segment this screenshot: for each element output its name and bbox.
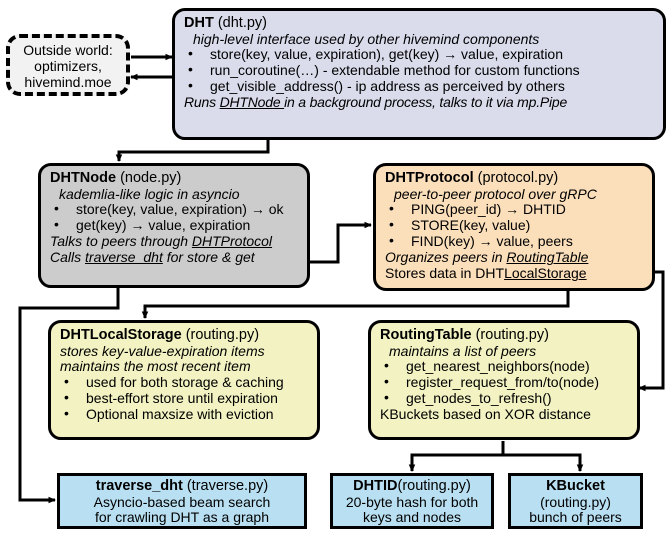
wire-dht-to-node: [115, 139, 270, 163]
dht-bullet-0: store(key, value, expiration), get(key) …: [184, 46, 656, 63]
outside-world-line2: optimizers,: [34, 57, 102, 74]
wire-protocol-to-storage: [141, 290, 570, 320]
dht-protocol-bullet-1: STORE(key, value): [385, 217, 645, 234]
dht-protocol-footer1-pre: Organizes peers in: [385, 249, 507, 266]
dht-name: DHT: [184, 15, 214, 31]
dht-protocol-footer-1: Organizes peers in RoutingTable: [385, 249, 645, 266]
dht-subtitle: high-level interface used by other hivem…: [193, 30, 540, 47]
local-storage-title: DHTLocalStorage (routing.py): [60, 327, 310, 344]
dht-node-footer2-pre: Calls: [50, 249, 86, 266]
dht-bullet-1: run_coroutine(…) - extendable method for…: [184, 62, 656, 79]
traverse-dht-title: traverse_dht (traverse.py): [60, 478, 304, 495]
dht-protocol-footer1-link[interactable]: RoutingTable: [506, 249, 589, 266]
dht-protocol-footer2-pre: Stores data in DHT: [385, 265, 505, 282]
dht-node-footer2-link[interactable]: traverse_dht: [85, 249, 163, 266]
traverse-dht-name: traverse_dht: [95, 478, 183, 494]
routing-table-title: RoutingTable (routing.py): [380, 327, 630, 344]
dht-protocol-title: DHTProtocol (protocol.py): [385, 170, 645, 187]
dht-footer-post: in a background process, talks to it via…: [284, 94, 568, 111]
local-storage-bullets: used for both storage & caching best-eff…: [60, 374, 310, 423]
local-storage-module: (routing.py): [185, 327, 260, 343]
routing-table-bullet-0: get_nearest_neighbors(node): [380, 358, 630, 375]
routing-table-name: RoutingTable: [380, 327, 472, 343]
routing-table-bullet-1: register_request_from/to(node): [380, 374, 630, 391]
dht-node-footer-2: Calls traverse_dht for store & get: [50, 249, 300, 266]
dht-node-box: DHTNode (node.py) kademlia-like logic in…: [38, 163, 310, 288]
kbucket-box: KBucket (routing.py) bunch of peers: [508, 473, 643, 529]
routing-table-subtitle: maintains a list of peers: [389, 342, 537, 359]
dht-protocol-bullet-2: FIND(key) → value, peers: [385, 233, 645, 250]
traverse-dht-line-1: Asyncio-based beam search: [93, 493, 271, 510]
dht-protocol-footer-2: Stores data in DHTLocalStorage: [385, 265, 645, 282]
wire-routing-to-dhtid: [408, 441, 505, 473]
dht-protocol-box: DHTProtocol (protocol.py) peer-to-peer p…: [373, 163, 655, 291]
dht-node-bullet-1: get(key) → value, expiration: [50, 217, 300, 234]
kbucket-name: KBucket: [546, 478, 605, 494]
dht-node-footer2-post: for store & get: [162, 249, 255, 266]
dht-node-module: (node.py): [120, 170, 182, 186]
routing-table-module: (routing.py): [475, 327, 549, 343]
dhtid-box: DHTID(routing.py) 20-byte hash for both …: [330, 473, 494, 529]
dht-local-storage-box: DHTLocalStorage (routing.py) stores key-…: [48, 320, 320, 440]
routing-table-footer: KBuckets based on XOR distance: [380, 406, 591, 423]
dht-protocol-bullets: PING(peer_id) → DHTID STORE(key, value) …: [385, 201, 645, 250]
dht-node-footer-1: Talks to peers through DHTProtocol: [50, 233, 300, 250]
dht-node-footer1-link[interactable]: DHTProtocol: [191, 233, 273, 250]
dht-bullets: store(key, value, expiration), get(key) …: [184, 46, 656, 95]
dht-protocol-name: DHTProtocol: [385, 170, 474, 186]
outside-world-box: Outside world: optimizers, hivemind.moe: [6, 34, 130, 96]
local-storage-bullet-1: best-effort store until expiration: [60, 390, 310, 407]
dht-protocol-bullet-0: PING(peer_id) → DHTID: [385, 201, 645, 218]
traverse-dht-line-2: for crawling DHT as a graph: [94, 509, 270, 526]
routing-table-bullet-2: get_nodes_to_refresh(): [380, 390, 630, 407]
wire-routing-to-kbucket: [503, 453, 584, 473]
dht-protocol-footer2-link[interactable]: LocalStorage: [504, 265, 587, 282]
dht-title: DHT (dht.py): [184, 15, 656, 32]
outside-world-line3: hivemind.moe: [24, 73, 112, 90]
dhtid-module: (routing.py): [397, 478, 471, 494]
dht-protocol-module: (protocol.py): [477, 170, 559, 186]
dht-node-footer1-pre: Talks to peers through: [50, 233, 192, 250]
dht-bullet-2: get_visible_address() - ip address as pe…: [184, 78, 656, 95]
local-storage-subtitle-2: maintains the most recent item: [60, 358, 251, 375]
kbucket-module: (routing.py): [540, 493, 611, 510]
outside-world-line1: Outside world:: [23, 42, 113, 58]
dhtid-title: DHTID(routing.py): [333, 478, 491, 495]
routing-table-bullets: get_nearest_neighbors(node) register_req…: [380, 358, 630, 407]
routing-table-box: RoutingTable (routing.py) maintains a li…: [368, 320, 640, 440]
dht-node-title: DHTNode (node.py): [50, 170, 300, 187]
dhtid-line-2: keys and nodes: [362, 509, 462, 526]
dht-node-bullet-0: store(key, value, expiration) → ok: [50, 201, 300, 218]
dht-module: (dht.py): [217, 15, 268, 31]
dht-node-name: DHTNode: [50, 170, 117, 186]
dht-protocol-subtitle: peer-to-peer protocol over gRPC: [394, 185, 597, 202]
dhtid-line-1: 20-byte hash for both: [345, 493, 479, 510]
local-storage-subtitle-1: stores key-value-expiration items: [60, 342, 265, 359]
kbucket-title: KBucket: [511, 478, 640, 495]
local-storage-name: DHTLocalStorage: [60, 327, 182, 343]
dht-footer-link[interactable]: DHTNode: [219, 94, 285, 111]
dht-footer-pre: Runs: [184, 94, 220, 111]
dht-footer: Runs DHTNode in a background process, ta…: [184, 94, 656, 111]
traverse-dht-box: traverse_dht (traverse.py) Asyncio-based…: [57, 473, 307, 529]
local-storage-bullet-2: Optional maxsize with eviction: [60, 406, 310, 423]
dht-node-subtitle: kademlia-like logic in asyncio: [59, 185, 240, 202]
kbucket-line-1: bunch of peers: [529, 509, 622, 526]
dhtid-name: DHTID: [353, 478, 398, 494]
dht-node-bullets: store(key, value, expiration) → ok get(k…: [50, 201, 300, 234]
traverse-dht-module: (traverse.py): [186, 478, 269, 494]
dht-box: DHT (dht.py) high-level interface used b…: [172, 8, 666, 140]
local-storage-bullet-0: used for both storage & caching: [60, 374, 310, 391]
